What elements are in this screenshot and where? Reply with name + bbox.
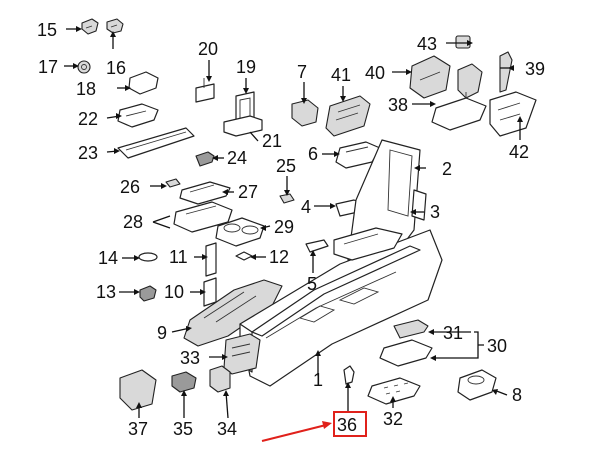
- callout-12: 12: [269, 247, 289, 267]
- part-18-pad: [128, 71, 159, 95]
- part-5-bracket: [305, 239, 329, 253]
- callout-29: 29: [274, 217, 294, 237]
- callout-9: 9: [157, 323, 167, 343]
- callout-17: 17: [38, 57, 58, 77]
- callout-43: 43: [417, 34, 437, 54]
- part-20-bracket: [195, 83, 215, 103]
- highlight-arrow: [261, 424, 327, 442]
- callout-31: 31: [443, 323, 463, 343]
- highlight-arrowhead: [322, 421, 332, 429]
- highlight-box: [333, 411, 367, 437]
- part-1-console-main: [239, 227, 443, 387]
- callout-14: 14: [98, 248, 118, 268]
- part-15-clip: [81, 18, 99, 35]
- callout-15: 15: [37, 20, 57, 40]
- callout-40: 40: [365, 63, 385, 83]
- callout-16: 16: [106, 58, 126, 78]
- part-12-clip: [235, 251, 253, 261]
- part-39-lever: [499, 51, 513, 93]
- part-38-shifter: [431, 63, 487, 131]
- callout-10: 10: [164, 282, 184, 302]
- callout-11: 11: [169, 247, 188, 267]
- callout-22: 22: [78, 109, 98, 129]
- part-32-mat: [367, 377, 421, 405]
- callout-7: 7: [297, 62, 307, 82]
- callout-6: 6: [308, 144, 318, 164]
- part-29-cupholder: [215, 217, 265, 247]
- callout-32: 32: [383, 409, 403, 429]
- callout-13: 13: [96, 282, 116, 302]
- callout-4: 4: [301, 197, 311, 217]
- callout-27: 27: [238, 182, 258, 202]
- callout-26: 26: [120, 177, 140, 197]
- leader-arrowheads: [73, 26, 523, 408]
- callout-41: 41: [331, 65, 351, 85]
- callout-38: 38: [388, 95, 408, 115]
- part-31-pad: [393, 319, 429, 339]
- callout-21: 21: [262, 131, 282, 151]
- callout-39: 39: [525, 59, 545, 79]
- callout-5: 5: [307, 274, 317, 294]
- callout-19: 19: [236, 57, 256, 77]
- callout-33: 33: [180, 348, 200, 368]
- callout-3: 3: [430, 202, 440, 222]
- callout-25: 25: [276, 156, 296, 176]
- part-8-cupholder: [457, 369, 497, 401]
- part-17-clip: [77, 60, 91, 74]
- part-22-bracket: [117, 103, 159, 128]
- part-16-clip: [106, 18, 124, 34]
- part-drawings: [77, 18, 537, 411]
- part-30-tray: [379, 339, 433, 367]
- callout-35: 35: [173, 419, 193, 439]
- part-36-clip: [343, 365, 355, 385]
- callout-20: 20: [198, 39, 218, 59]
- callout-37: 37: [128, 419, 148, 439]
- callout-42: 42: [509, 142, 529, 162]
- callout-labels: 15 16 17 18 19 20 21 22 23 24 25 26 27 2…: [37, 20, 545, 439]
- callout-1: 1: [313, 370, 323, 390]
- callout-30: 30: [487, 336, 507, 356]
- part-21-pad: [223, 115, 263, 137]
- callout-23: 23: [78, 143, 98, 163]
- callout-28: 28: [123, 212, 143, 232]
- part-37-panel: [119, 369, 157, 411]
- part-11-bracket: [205, 242, 217, 277]
- callout-8: 8: [512, 385, 522, 405]
- part-26-clip: [165, 178, 181, 188]
- part-14-plug: [138, 252, 158, 262]
- part-40-boot: [409, 55, 451, 99]
- part-27-tray: [179, 181, 231, 205]
- callout-2: 2: [442, 159, 452, 179]
- part-28-bracket: [173, 201, 233, 233]
- part-34-bracket: [209, 365, 231, 393]
- part-42-bracket: [489, 91, 537, 137]
- part-7-switch: [291, 99, 319, 127]
- part-13-clip: [139, 285, 157, 302]
- callout-34: 34: [217, 419, 237, 439]
- callout-18: 18: [76, 79, 96, 99]
- callout-24: 24: [227, 148, 247, 168]
- part-23-strip: [117, 127, 195, 159]
- callout-36: 36: [337, 415, 357, 435]
- part-35-bracket: [171, 371, 197, 393]
- highlighted-callout-36: 36: [261, 411, 367, 442]
- part-24-clip: [195, 151, 215, 167]
